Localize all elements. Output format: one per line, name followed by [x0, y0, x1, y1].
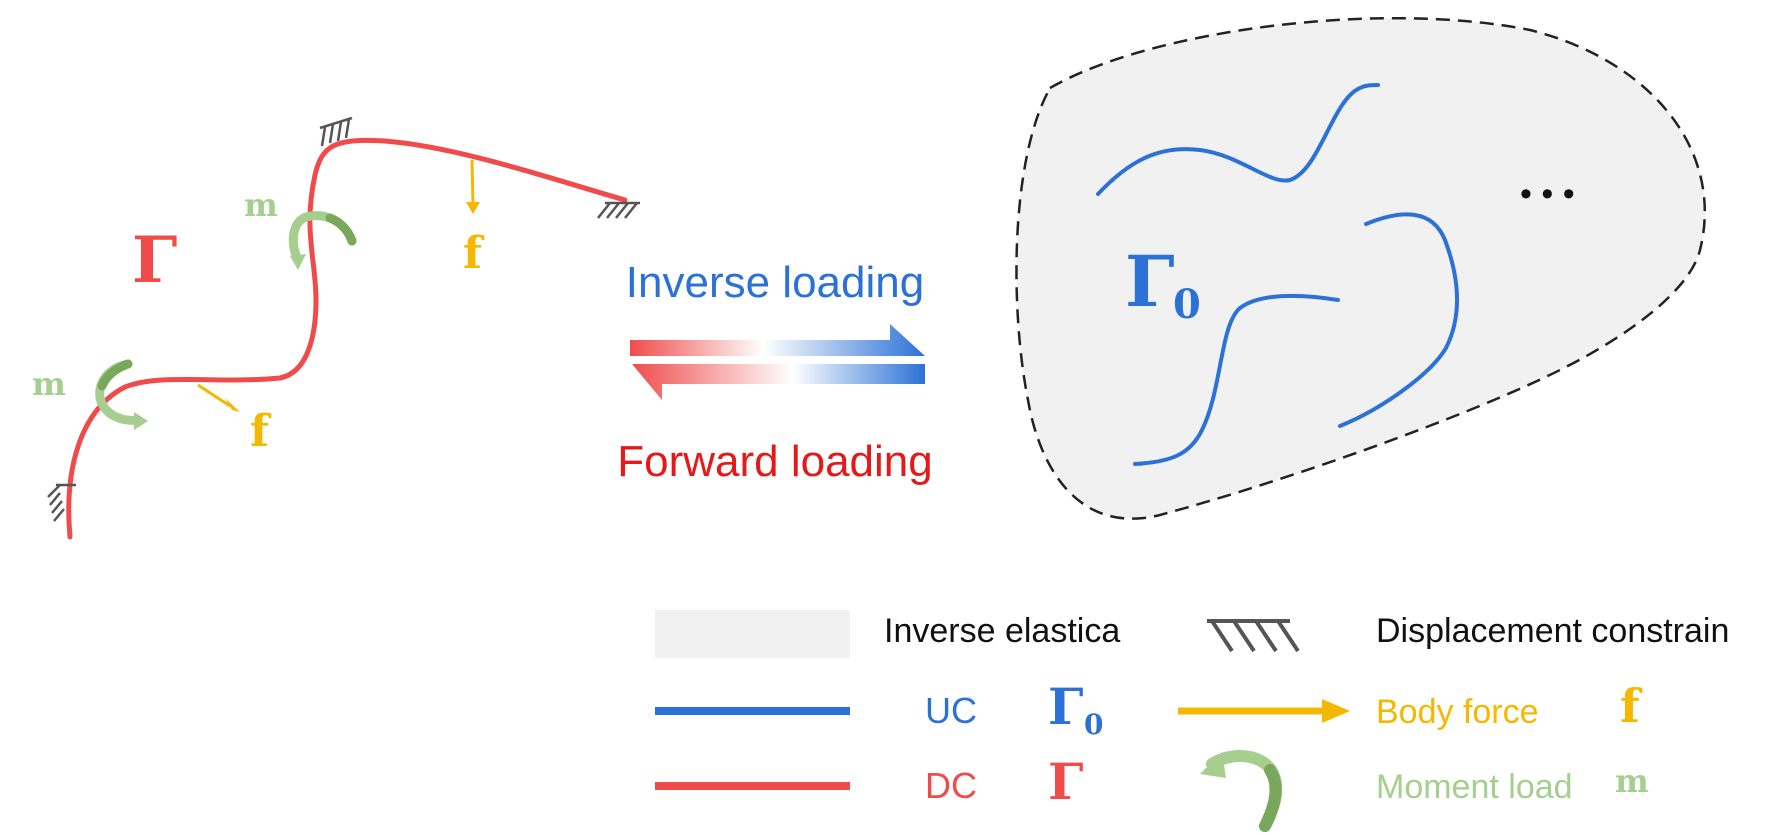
- constraint-hatch-top: [319, 116, 353, 147]
- uc-gamma-symbol: Γ: [1125, 240, 1175, 323]
- dc-curve: [66, 137, 628, 540]
- ellipsis: • • •: [1520, 175, 1575, 213]
- dc-gamma-label: Γ: [132, 223, 177, 298]
- region-boundary: [1015, 16, 1706, 520]
- moment-load-left: [95, 359, 148, 430]
- legend-inverse-elastica-label: Inverse elastica: [884, 612, 1120, 650]
- legend-body-force-symbol: f: [1620, 679, 1643, 733]
- legend-uc-symbol: Γ: [1048, 677, 1084, 736]
- legend-moment-load-label: Moment load: [1376, 768, 1573, 806]
- body-force-arrow-left: [197, 383, 240, 412]
- uc-curve-1: [1096, 83, 1380, 196]
- force-label-left: f: [250, 406, 272, 457]
- legend-uc-subscript: 0: [1084, 708, 1103, 741]
- legend-moment-arrow-icon: [1200, 749, 1283, 832]
- moment-load-top: [288, 211, 357, 270]
- inverse-loading-arrow: [630, 324, 925, 356]
- uc-curve-2: [1133, 293, 1340, 466]
- inverse-loading-label: Inverse loading: [626, 258, 924, 307]
- force-label-top: f: [463, 228, 485, 279]
- forward-loading-label: Forward loading: [617, 437, 933, 486]
- legend-dc-label: DC: [925, 765, 977, 806]
- moment-label-top: m: [244, 186, 278, 224]
- constraint-hatch-right: [597, 201, 640, 219]
- moment-label-left: m: [32, 365, 66, 403]
- legend-dc-symbol: Γ: [1048, 752, 1084, 811]
- legend-moment-load-symbol: m: [1615, 762, 1649, 800]
- inverse-elastica-region: Γ 0 • • •: [1015, 16, 1706, 520]
- legend-uc-label: UC: [925, 690, 977, 731]
- legend-body-force-label: Body force: [1376, 693, 1539, 731]
- body-force-arrow-top: [466, 159, 480, 214]
- constraint-hatch-bottom: [47, 483, 76, 522]
- legend: Inverse elastica Displacement constrain …: [655, 610, 1729, 832]
- forward-loading-arrow: [632, 364, 925, 400]
- uc-curve-3: [1338, 212, 1460, 428]
- uc-gamma-subscript: 0: [1173, 281, 1201, 328]
- loading-arrows: Inverse loading Forward loading: [617, 258, 933, 486]
- deformed-configuration: Γ m m f f: [32, 116, 640, 540]
- legend-body-force-arrow-icon: [1178, 699, 1350, 723]
- legend-constraint-hatch-icon: [1207, 619, 1300, 653]
- legend-region-swatch: [655, 610, 850, 658]
- legend-displacement-label: Displacement constrain: [1376, 612, 1729, 650]
